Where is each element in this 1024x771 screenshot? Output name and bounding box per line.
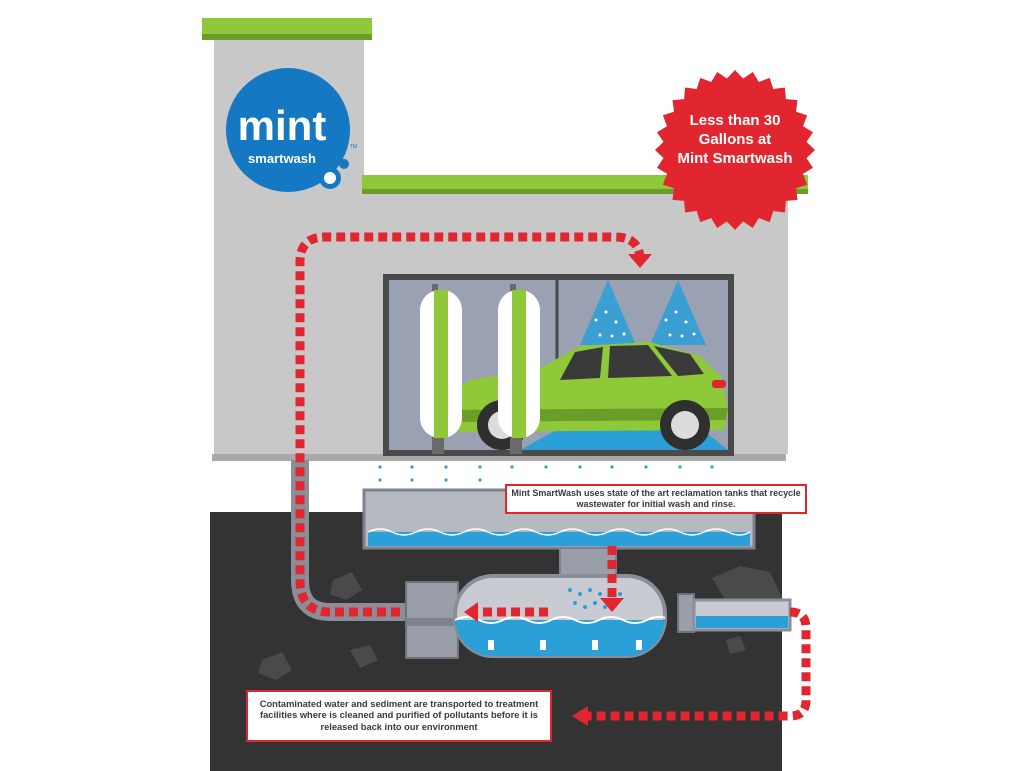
tower-roof: [202, 18, 372, 34]
reclamation-note: Mint SmartWash uses state of the art rec…: [505, 484, 807, 514]
outlet-connector: [677, 593, 695, 633]
gallons-badge: [655, 70, 815, 230]
outlet-pipe-water: [696, 616, 788, 628]
treatment-note: Contaminated water and sediment are tran…: [246, 690, 552, 742]
building-floor: [212, 454, 786, 461]
logo-tm: TM: [350, 144, 357, 150]
logo-subname: smartwash: [248, 151, 316, 166]
water-spray-icon: [580, 280, 706, 345]
arrow-heads: [464, 254, 652, 726]
gallons-badge-text: Less than 30 Gallons at Mint Smartwash: [677, 112, 793, 167]
flow-arrow-icon: [295, 232, 811, 721]
valve-box-band: [406, 618, 458, 626]
brush-roller-icon: [420, 284, 540, 454]
mint-logo: mint smartwash TM: [226, 68, 357, 192]
logo-wordmark: mint: [238, 102, 327, 149]
tank-icon: [453, 574, 667, 658]
reclamation-note-text: Mint SmartWash uses state of the art rec…: [511, 487, 801, 509]
treatment-note-text: Contaminated water and sediment are tran…: [259, 698, 539, 732]
reclamation-trough: [362, 488, 756, 579]
tower-roof-shade: [202, 34, 372, 40]
building-roof-shade: [362, 189, 808, 194]
